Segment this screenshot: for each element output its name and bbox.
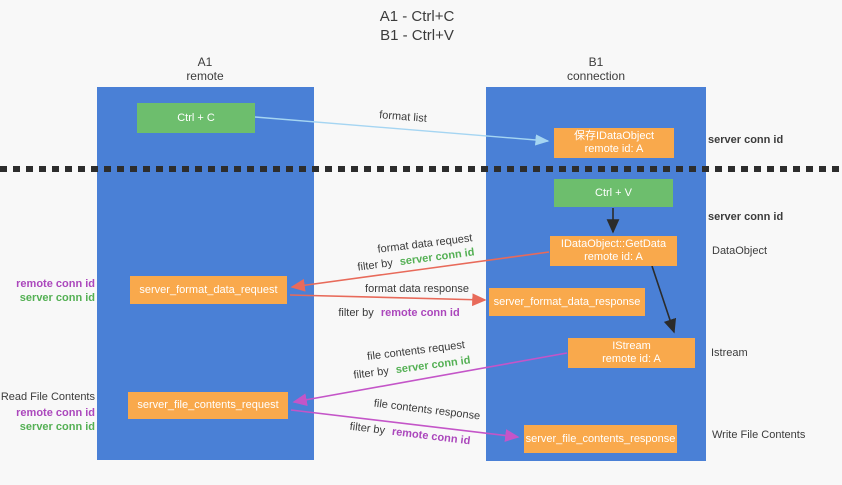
server-file-contents-request-box: server_file_contents_request (128, 392, 288, 419)
istream-box: IStream remote id: A (568, 338, 695, 368)
conn-id-annotation-group-2: remote conn id server conn id (16, 406, 95, 434)
dataobject-annotation: DataObject (712, 245, 768, 257)
ctrl-v-label: Ctrl + V (595, 186, 632, 199)
format-request-label: server_format_data_request (139, 283, 278, 296)
remote-conn-id-key: remote conn id (380, 307, 460, 319)
read-file-contents-annotation: Read File Contents (0, 391, 95, 403)
filter-by-text: filter by (349, 420, 386, 437)
file-request-label: server_file_contents_request (137, 399, 279, 411)
istream-annotation: Istream (711, 347, 748, 359)
server-format-data-request-box: server_format_data_request (130, 276, 287, 304)
server-format-data-response-box: server_format_data_response (489, 288, 645, 316)
format-data-response-arrow (289, 293, 487, 307)
save-idataobject-line1: 保存IDataObject (573, 130, 655, 142)
format-data-response-label: format data response (365, 283, 469, 295)
server-conn-id-annotation-left-2: server conn id (19, 421, 95, 433)
server-conn-id-annotation-left-1: server conn id (19, 292, 95, 304)
server-conn-id-annotation-2: server conn id (708, 211, 784, 223)
save-idataobject-line2: remote id: A (584, 143, 644, 155)
lifeline-a1-name: A1 (197, 55, 213, 69)
remote-conn-id-key: remote conn id (391, 425, 471, 448)
diagram-title: A1 - Ctrl+C B1 - Ctrl+V (332, 7, 502, 45)
format-list-label: format list (378, 109, 428, 125)
lifeline-b1-subtitle: connection (566, 69, 626, 83)
server-file-contents-response-box: server_file_contents_response (524, 425, 677, 453)
format-response-filter-label: filter by remote conn id (338, 307, 459, 319)
lifeline-a1-subtitle: remote (186, 69, 224, 83)
getdata-line1: IDataObject::GetData (560, 238, 667, 250)
idataobject-getdata-box: IDataObject::GetData remote id: A (550, 236, 677, 266)
write-file-contents-annotation: Write File Contents (712, 429, 806, 441)
lifeline-header-a1: A1 remote (145, 55, 265, 83)
istream-line2: remote id: A (602, 353, 661, 365)
save-idataobject-box: 保存IDataObject remote id: A (554, 128, 674, 158)
conn-id-annotation-group-1: remote conn id server conn id (16, 277, 95, 305)
server-conn-id-annotation-1: server conn id (708, 134, 784, 146)
ctrl-c-box: Ctrl + C (137, 103, 255, 133)
file-response-filter-label: filter by remote conn id (349, 421, 471, 448)
istream-line1: IStream (612, 340, 651, 352)
format-response-label: server_format_data_response (493, 295, 641, 308)
file-contents-response-label: file contents response (373, 397, 481, 423)
ctrl-v-box: Ctrl + V (554, 179, 673, 207)
lifeline-header-b1: B1 connection (536, 55, 656, 83)
phase-divider-dotted-line (0, 166, 842, 172)
getdata-line2: remote id: A (584, 251, 643, 263)
filter-by-text: filter by (338, 307, 374, 319)
file-response-label: server_file_contents_response (525, 432, 676, 445)
remote-conn-id-annotation-1: remote conn id (16, 278, 95, 290)
filter-by-text: filter by (356, 257, 394, 274)
lifeline-b1-name: B1 (588, 55, 604, 69)
remote-conn-id-annotation-2: remote conn id (16, 407, 95, 419)
filter-by-text: filter by (352, 365, 390, 382)
ctrl-c-label: Ctrl + C (177, 111, 215, 124)
title-line-2: B1 - Ctrl+V (380, 27, 454, 44)
title-line-1: A1 - Ctrl+C (379, 8, 455, 25)
